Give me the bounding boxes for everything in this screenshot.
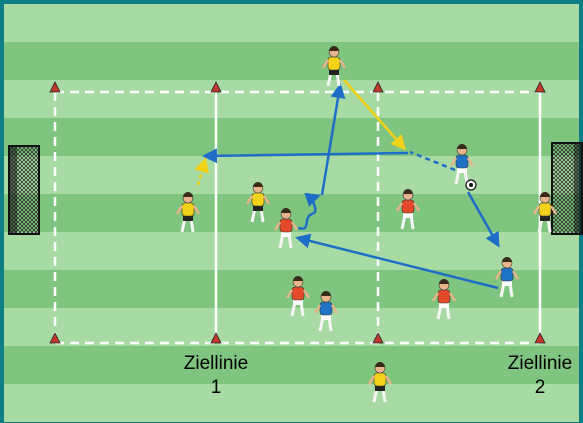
- grass-stripe: [4, 232, 579, 270]
- player-red-defender: [431, 279, 457, 320]
- grass-stripe: [4, 346, 579, 384]
- dribble-arrow: [297, 192, 321, 230]
- movement-arrows: [194, 79, 500, 290]
- ball: [465, 179, 477, 191]
- cone-icon: [49, 81, 61, 93]
- player-yellow-right-goalkeeper: [367, 362, 393, 403]
- player-red-defender: [395, 189, 421, 230]
- grass-stripe: [4, 156, 579, 194]
- cone-icon: [372, 332, 384, 344]
- grass-stripe: [4, 4, 579, 42]
- cone-icon: [210, 332, 222, 344]
- player-yellow-left-receiver: [175, 192, 201, 233]
- left-goal: [8, 145, 40, 235]
- grass-stripe: [4, 80, 579, 118]
- player-yellow-top-server: [321, 46, 347, 87]
- goal-line-1-number: 1: [210, 377, 222, 398]
- players: [175, 46, 558, 403]
- player-red-defender: [273, 208, 299, 249]
- player-blue-wide-runner: [313, 291, 339, 332]
- run-arrow: [194, 157, 209, 186]
- right-goal: [551, 142, 583, 235]
- player-blue-ball-carrier: [494, 257, 520, 298]
- pass-arrow: [202, 148, 409, 164]
- goal-line-2-label: Ziellinie 2: [490, 352, 583, 400]
- goal-line-1-label: Ziellinie 1: [166, 352, 266, 400]
- pass-arrow: [295, 233, 499, 290]
- pass-arrow: [320, 83, 346, 196]
- grass-stripe: [4, 118, 579, 156]
- grass-stripe: [4, 42, 579, 80]
- goal-line-2-text: Ziellinie: [507, 353, 573, 374]
- cone-icon: [210, 81, 222, 93]
- run-arrow: [466, 191, 500, 248]
- cone-icon: [372, 81, 384, 93]
- grass-stripes: [4, 4, 579, 422]
- goal-line-1-text: Ziellinie: [183, 353, 249, 374]
- cone-icon: [534, 332, 546, 344]
- grass-stripe: [4, 270, 579, 308]
- cone-icon: [49, 332, 61, 344]
- player-red-defender: [285, 276, 311, 317]
- grass-stripe: [4, 384, 579, 422]
- player-yellow-bottom-server: [245, 182, 271, 223]
- run-arrow: [409, 150, 456, 172]
- goal-line-2-number: 2: [534, 377, 546, 398]
- field-markings: [53, 90, 542, 345]
- pass-arrow: [343, 79, 406, 151]
- player-yellow-left-goalkeeper: [532, 192, 558, 233]
- player-blue-dribbler: [449, 144, 475, 185]
- cones: [49, 81, 546, 344]
- cone-icon: [534, 81, 546, 93]
